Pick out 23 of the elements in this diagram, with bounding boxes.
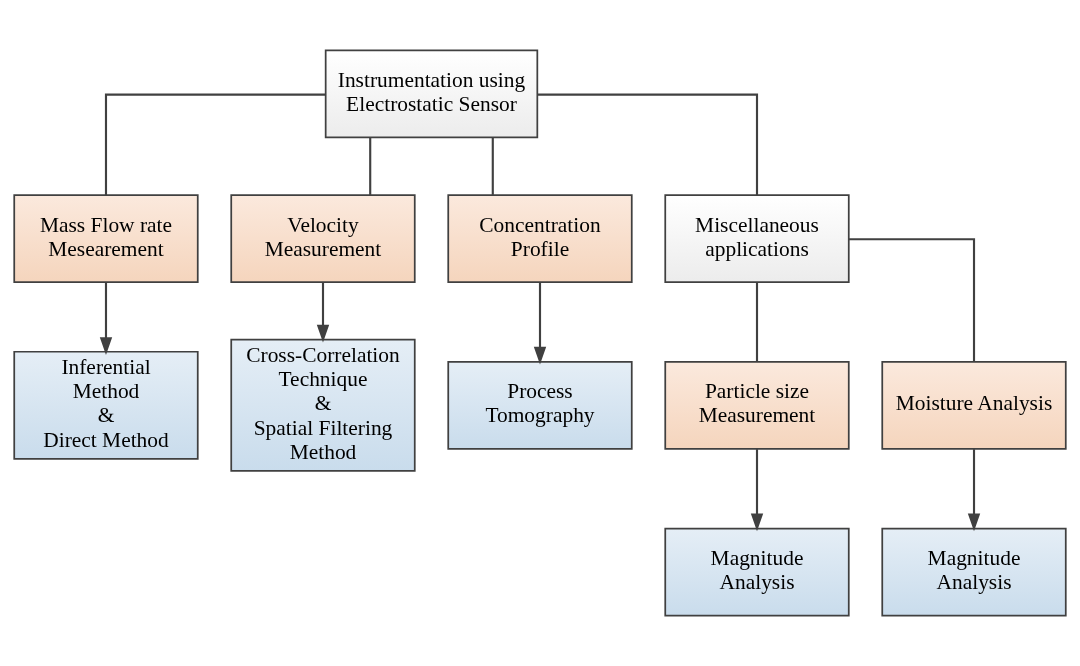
connector: [537, 93, 759, 195]
node-box: Cross-Correlation Technique & Spatial Filtering Method: [230, 338, 416, 472]
node-box: Concentration Profile: [447, 194, 633, 283]
connector: [849, 238, 976, 362]
arrow: [750, 449, 764, 532]
node-box: Process Tomography: [447, 360, 633, 450]
connector: [755, 282, 759, 362]
arrow: [967, 449, 981, 532]
arrow: [316, 282, 330, 343]
node-box: Mass Flow rate Mesearement: [13, 194, 199, 283]
node-box: Miscellaneous applications: [664, 194, 850, 283]
node-box: Magnitude Analysis: [881, 527, 1067, 617]
node-box: Magnitude Analysis: [664, 527, 850, 617]
arrow: [99, 282, 113, 355]
node-box: Velocity Measurement: [230, 194, 416, 283]
connector: [104, 93, 326, 195]
connector: [491, 137, 494, 195]
node-box: Instrumentation using Electrostatic Sensor: [324, 49, 539, 139]
node-box: Inferential Method & Direct Method: [13, 350, 199, 460]
node-box: Moisture Analysis: [881, 360, 1067, 450]
connector: [369, 137, 372, 195]
arrow: [533, 282, 547, 365]
node-box: Particle size Measurement: [664, 360, 850, 450]
